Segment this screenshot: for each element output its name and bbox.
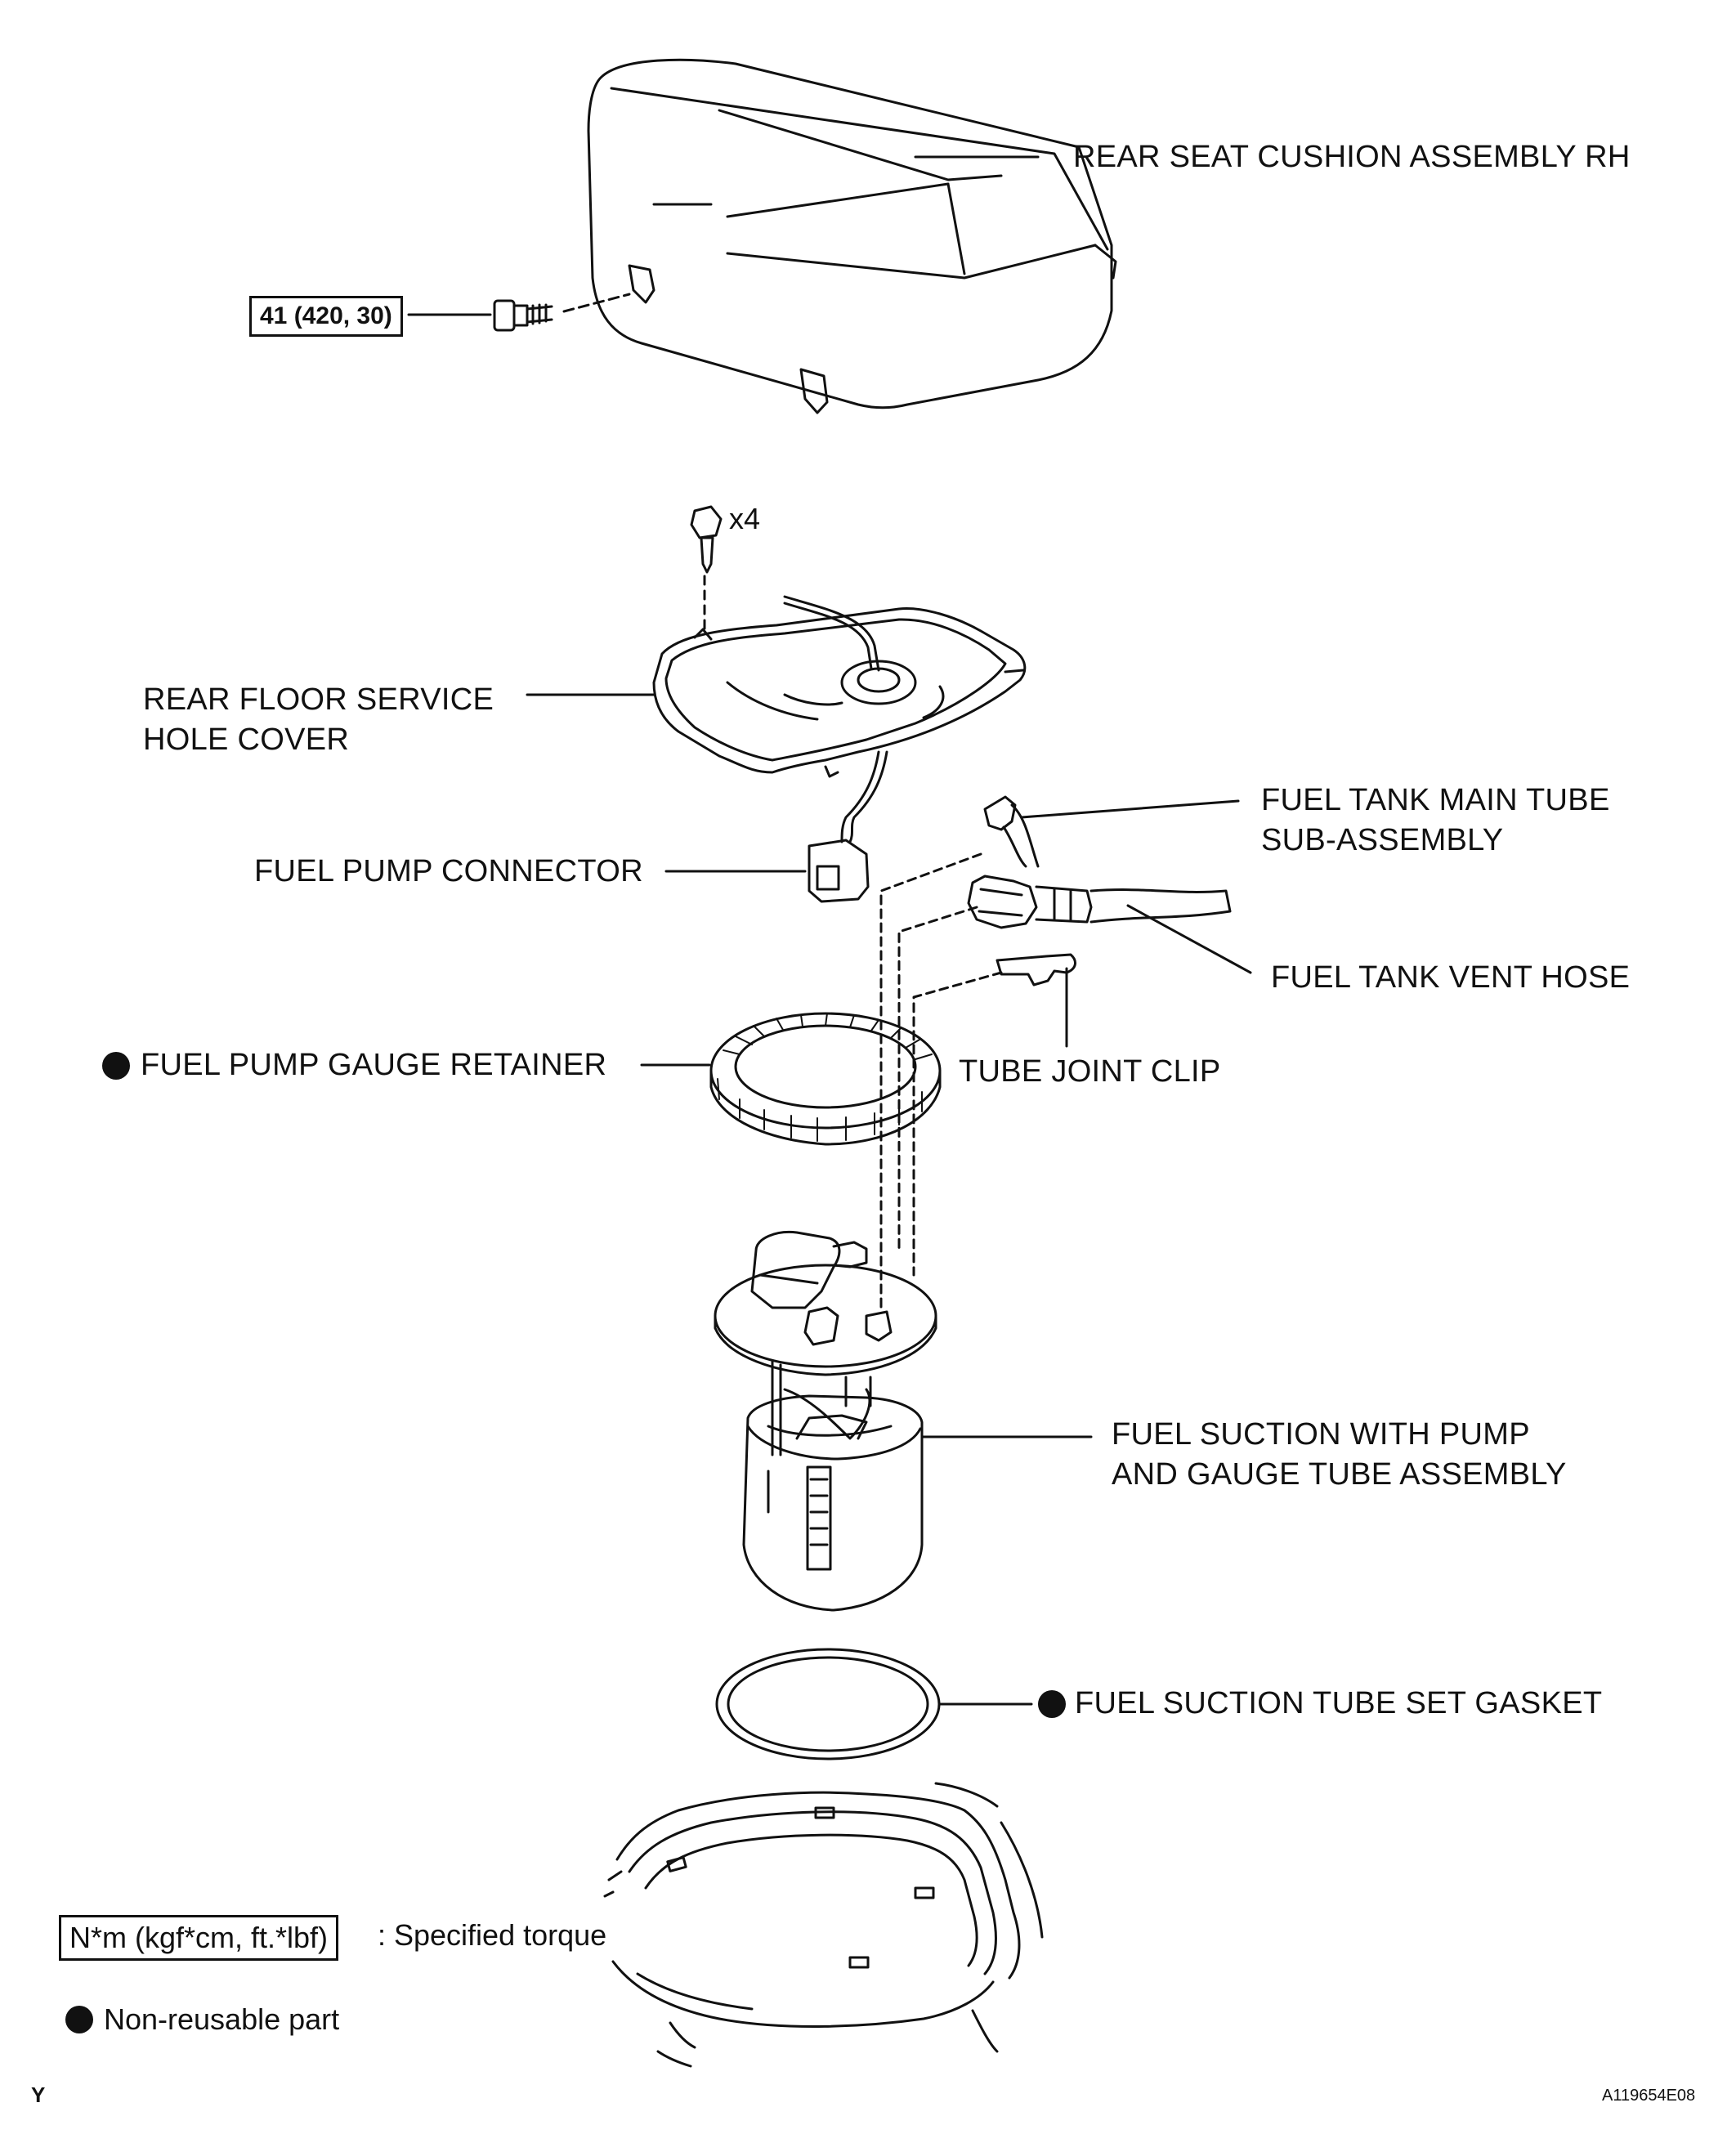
label-fuel-pump-connector: FUEL PUMP CONNECTOR	[254, 854, 643, 888]
legend-torque-text: : Specified torque	[378, 1918, 607, 1952]
label-fuel-tank-main-tube: FUEL TANK MAIN TUBE SUB-ASSEMBLY	[1261, 783, 1610, 857]
label-fuel-suction-assembly: FUEL SUCTION WITH PUMP AND GAUGE TUBE AS…	[1112, 1417, 1567, 1492]
gasket-drawing	[715, 1648, 941, 1760]
legend-nonreusable-icon	[65, 2006, 93, 2033]
legend-torque-box: N*m (kgf*cm, ft.*lbf)	[59, 1915, 339, 1961]
gauge-retainer-drawing	[709, 1012, 942, 1146]
service-hole-cover-drawing	[652, 505, 1027, 903]
vent-hose-drawing	[967, 875, 1232, 929]
figure-id: A119654E08	[1602, 2087, 1696, 2105]
label-tube-joint-clip: TUBE JOINT CLIP	[959, 1054, 1221, 1089]
fuel-tank-opening-drawing	[603, 1782, 1044, 2068]
legend-nonreusable-text: Non-reusable part	[104, 2002, 340, 2036]
corner-mark: Y	[31, 2083, 46, 2107]
assembly-guide-lines	[879, 852, 1003, 1309]
tube-clip-drawing	[996, 953, 1076, 986]
rear-seat-cushion-drawing	[587, 58, 1117, 414]
main-tube-leader	[1020, 799, 1240, 819]
nonreusable-mark-icon	[102, 1052, 130, 1080]
torque-spec-box: 41 (420, 30)	[249, 296, 403, 337]
bolt-quantity: x4	[729, 502, 761, 535]
label-fuel-suction-gasket: FUEL SUCTION TUBE SET GASKET	[1075, 1686, 1603, 1720]
nonreusable-mark-icon	[1038, 1690, 1066, 1718]
label-fuel-pump-gauge-retainer: FUEL PUMP GAUGE RETAINER	[141, 1048, 607, 1082]
seat-bolt-drawing	[407, 293, 631, 332]
fuel-suction-assembly-drawing	[714, 1230, 937, 1612]
main-tube-drawing	[983, 795, 1040, 868]
vent-hose-leader	[1126, 904, 1252, 974]
label-fuel-tank-vent-hose: FUEL TANK VENT HOSE	[1271, 960, 1631, 995]
label-service-hole-cover: REAR FLOOR SERVICE HOLE COVER	[143, 682, 494, 757]
label-rear-seat-cushion: REAR SEAT CUSHION ASSEMBLY RH	[1073, 140, 1631, 174]
